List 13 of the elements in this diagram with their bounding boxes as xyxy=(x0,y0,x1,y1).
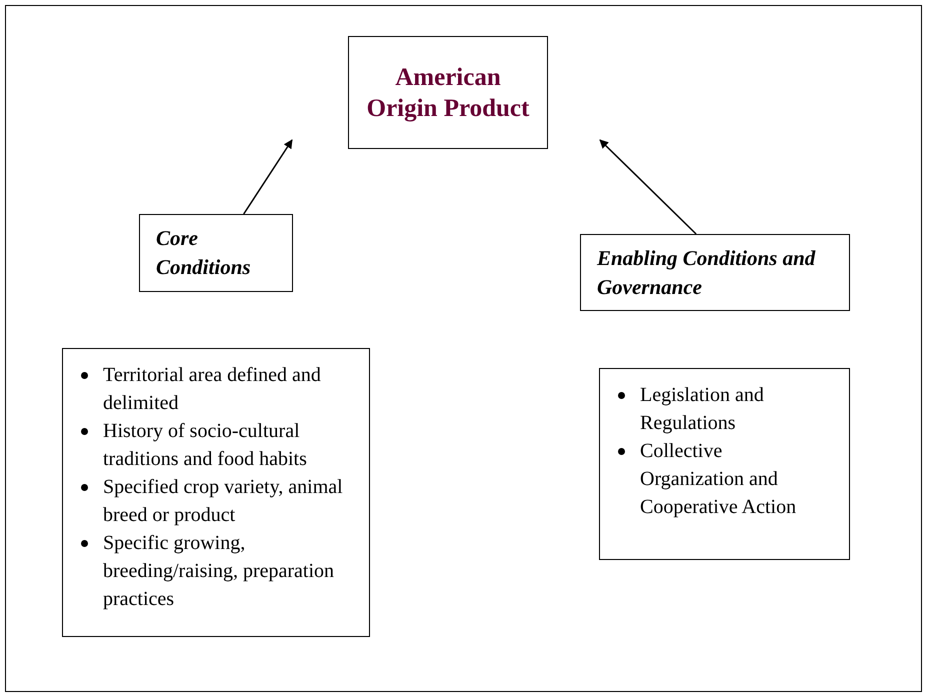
heading-box: Core Conditions xyxy=(139,214,293,292)
title-box: American Origin Product xyxy=(348,36,548,149)
arrow xyxy=(599,139,697,235)
bullet-text: Specific growing, breeding/raising, preparation practices xyxy=(103,531,336,612)
bullet-text: Specified crop variety, animal breed or product xyxy=(103,475,344,528)
list-box xyxy=(62,348,370,637)
bullet-text: Territorial area defined and delimited xyxy=(103,363,322,416)
arrow xyxy=(243,139,293,214)
bullet-text: Legislation and Regulations xyxy=(640,383,765,436)
heading-box: Enabling Conditions and Governance xyxy=(580,234,850,311)
bullet-text: History of socio-cultural traditions and food habits xyxy=(103,419,308,472)
list-box xyxy=(599,368,850,560)
bullet-text: Collective Organization and Cooperative Action xyxy=(640,439,798,520)
